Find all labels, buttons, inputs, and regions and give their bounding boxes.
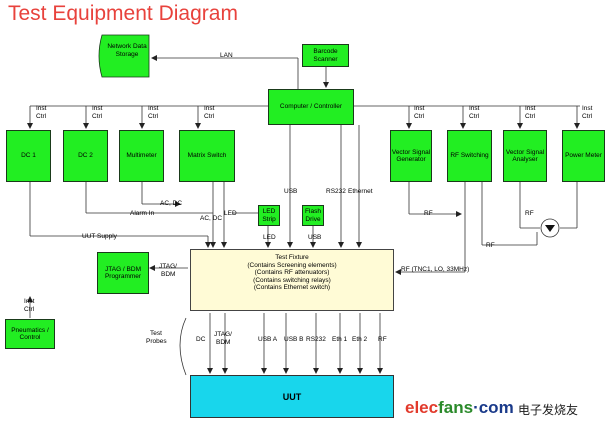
computer-controller-box: Computer / Controller [268,89,354,125]
fixture-line-5: (Contains Ethernet switch) [253,284,331,292]
rf-switching-label: RF Switching [450,152,489,160]
rf-vsa-label: RF [525,210,534,217]
rf-switch-label: RF [486,242,495,249]
rf-uut-label: RF [378,336,387,343]
eth2-label: Eth 2 [352,336,368,343]
inst-label-vsg: Inst [414,105,425,112]
network-storage-shape [98,34,150,78]
ctrl-label-power: Ctrl [582,113,593,120]
dc-uut-label: DC [196,336,206,343]
led-strip-label: LED Strip [262,208,276,223]
fixture-line-3: (Contains RF attenuators) [254,269,330,277]
power-meter-label: Power Meter [565,152,602,160]
flash-drive-label: Flash Drive [305,208,321,223]
vector-signal-generator-box: Vector Signal Generator [390,130,432,182]
vsg-label: Vector Signal Generator [391,148,431,164]
rs232-computer-label: RS232 [326,188,346,195]
ctrl-label-dc1: Ctrl [36,113,47,120]
pneumatics-label: Pneumatics / Control [11,326,49,342]
jtag-programmer-box: JTAG / BDM Programmer [97,252,149,294]
usb-computer-label: USB [284,188,298,195]
logo-part-elec: elec [405,398,439,417]
jtag-label-prog: JTAG/ [159,263,177,270]
vector-signal-analyser-box: Vector Signal Analyser [503,130,547,182]
usb-flash-label: USB [308,234,322,241]
ctrl-label-pneumatics: Ctrl [24,306,35,313]
bdm-uut-label: BDM [216,339,231,346]
inst-label-dc2: Inst [92,105,103,112]
ctrl-label-dc2: Ctrl [92,113,103,120]
probes-label: Probes [146,338,167,345]
bdm-label-prog: BDM [161,271,176,278]
led-matrix-label: LED [224,210,237,217]
uut-supply-label: UUT Supply [82,233,117,240]
test-fixture-box: Test Fixture (Contains Screening element… [190,249,394,311]
fixture-title: Test Fixture [275,254,309,261]
power-meter-box: Power Meter [562,130,605,182]
inst-label-pneumatics: Inst [24,298,35,305]
logo-part-fans: fans [438,398,474,417]
matrix-switch-box: Matrix Switch [179,130,235,182]
ethernet-computer-label: Ethernet [348,188,373,195]
vsa-label: Vector Signal Analyser [505,148,545,164]
multimeter-box: Multimeter [119,130,164,182]
fixture-line-4: (Contains switching relays) [253,276,331,284]
fixture-line-2: (Contains Screening elements) [247,261,337,269]
usb-b-label: USB B [284,336,304,343]
pneumatics-control-box: Pneumatics / Control [5,319,55,349]
dc1-label: DC 1 [21,152,36,160]
barcode-scanner-label: Barcode Scanner [313,48,338,63]
matrix-switch-label: Matrix Switch [187,152,227,160]
dc2-label: DC 2 [78,152,93,160]
inst-label-power: Inst [582,105,593,112]
test-label: Test [150,330,162,337]
rf-switching-box: RF Switching [447,130,492,182]
network-storage-label: Network Data Storage [107,43,147,58]
barcode-scanner-box: Barcode Scanner [302,44,349,67]
ctrl-label-multimeter: Ctrl [148,113,159,120]
elecfans-logo: elecfans·com [405,398,514,418]
flash-drive-box: Flash Drive [302,205,324,226]
logo-chinese-text: 电子发烧友 [518,403,579,417]
jtag-programmer-label: JTAG / BDM Programmer [104,265,142,281]
eth1-label: Eth 1 [332,336,348,343]
computer-controller-label: Computer / Controller [279,103,343,111]
inst-label-rfsw: Inst [469,105,480,112]
ctrl-label-vsa: Ctrl [525,113,536,120]
rf-vsg-label: RF [424,210,433,217]
inst-label-matrix: Inst [204,105,215,112]
led-strip-box: LED Strip [258,205,280,226]
jtag-uut-label: JTAG/ [214,331,232,338]
ac-dc-multimeter-label: AC, DC [160,200,183,207]
rs232-uut-label: RS232 [306,336,326,343]
dc1-box: DC 1 [6,130,51,182]
rf-tnc-label: RF (TNC1, LO, 33MHz) [401,266,470,273]
inst-label-dc1: Inst [36,105,47,112]
ctrl-label-rfsw: Ctrl [469,113,480,120]
lan-label: LAN [220,52,233,59]
alarm-in-label: Alarm In [130,210,155,217]
diagram-title: Test Equipment Diagram [8,2,238,25]
usb-a-label: USB A [258,336,278,343]
led-fixture-label: LED [263,234,276,241]
ac-dc-matrix-label: AC, DC [200,215,223,222]
inst-label-vsa: Inst [525,105,536,112]
dc2-box: DC 2 [63,130,108,182]
multimeter-label: Multimeter [126,152,157,160]
inst-label-multimeter: Inst [148,105,159,112]
ctrl-label-matrix: Ctrl [204,113,215,120]
uut-label: UUT [282,391,302,402]
ctrl-label-vsg: Ctrl [414,113,425,120]
uut-box: UUT [190,375,394,418]
logo-part-com: ·com [473,398,514,417]
